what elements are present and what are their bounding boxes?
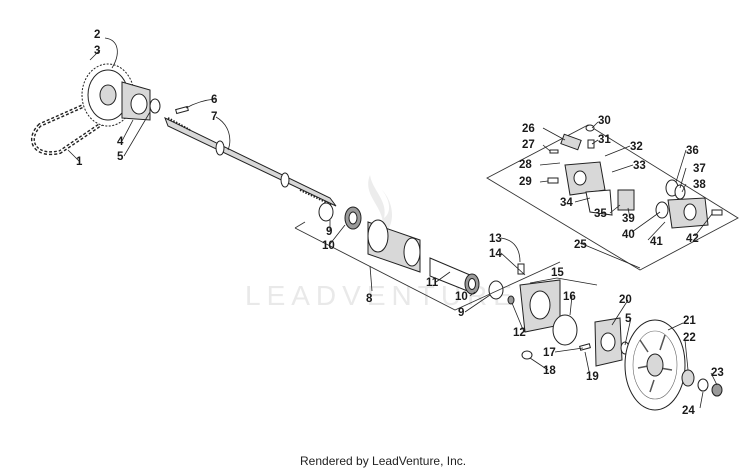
callout-15: 15 (551, 267, 564, 279)
callout-40: 40 (622, 229, 635, 241)
callout-6: 6 (211, 94, 217, 106)
wheel-hub (594, 317, 630, 367)
callout-32: 32 (630, 141, 643, 153)
callout-12: 12 (513, 327, 526, 339)
pin-27 (549, 149, 559, 154)
brake-pad-26 (560, 133, 582, 151)
bolt-17 (579, 343, 591, 351)
callout-19: 19 (586, 371, 599, 383)
bearing-housing-group (294, 202, 561, 311)
bolt-42 (711, 209, 723, 216)
caliper-mount-group (507, 263, 591, 360)
callout-36: 36 (686, 145, 699, 157)
callout-39: 39 (622, 213, 635, 225)
callout-2: 2 (94, 29, 100, 41)
callout-27: 27 (522, 139, 535, 151)
brake-disc (624, 319, 723, 411)
callout-31: 31 (598, 134, 611, 146)
sprocket-hub (121, 81, 161, 121)
callout-29: 29 (519, 176, 532, 188)
washer-24 (697, 378, 709, 392)
cap-30 (585, 124, 595, 132)
bolt-6 (175, 105, 189, 115)
callout-1: 1 (76, 156, 83, 168)
callout-38: 38 (693, 179, 706, 191)
callout-42: 42 (686, 233, 699, 245)
callout-10-upper: 10 (322, 240, 335, 252)
callout-30: 30 (598, 115, 611, 127)
callout-14: 14 (489, 248, 502, 260)
o-ring-16 (552, 314, 578, 346)
callout-37: 37 (693, 163, 706, 175)
rear-sprocket (81, 63, 135, 127)
callout-11: 11 (426, 277, 439, 289)
spacer-22 (681, 369, 695, 387)
callout-13: 13 (489, 233, 502, 245)
callout-18: 18 (543, 365, 556, 377)
callout-34: 34 (560, 197, 573, 209)
bolt-29 (547, 177, 559, 184)
seal-9-upper (318, 202, 334, 222)
seal-9-lower (488, 280, 504, 300)
brake-caliper-assembly (486, 124, 739, 271)
callout-28: 28 (519, 159, 532, 171)
callout-9-upper: 9 (326, 226, 332, 238)
callout-5-lower: 5 (625, 313, 632, 325)
nut-18 (521, 350, 533, 360)
callout-22: 22 (683, 332, 696, 344)
callout-21: 21 (683, 315, 696, 327)
rear-axle (164, 117, 337, 207)
nut-23 (711, 383, 723, 397)
callout-23: 23 (711, 367, 724, 379)
callout-5: 5 (117, 151, 124, 163)
callout-17: 17 (543, 347, 556, 359)
callout-7: 7 (211, 111, 217, 123)
callout-24: 24 (682, 405, 695, 417)
seal-40 (655, 201, 669, 219)
callout-8: 8 (366, 293, 373, 305)
leader-lines (67, 37, 718, 409)
callout-16: 16 (563, 291, 576, 303)
bracket-34 (585, 189, 613, 216)
callout-4: 4 (117, 136, 124, 148)
callout-25: 25 (574, 239, 587, 251)
pad-35 (617, 189, 635, 211)
callout-10-lower: 10 (455, 291, 468, 303)
callout-41: 41 (650, 236, 663, 248)
flame-logo-icon (368, 175, 393, 240)
callout-3: 3 (94, 45, 100, 57)
callout-26: 26 (522, 123, 535, 135)
bleeder-31 (587, 139, 595, 149)
callout-9-lower: 9 (458, 307, 464, 319)
callout-35: 35 (594, 208, 607, 220)
callout-33: 33 (633, 160, 646, 172)
callout-20: 20 (619, 294, 632, 306)
callout-numbers: 2 3 1 4 5 6 7 8 9 10 11 10 9 13 14 12 15… (76, 29, 724, 417)
footer-credit: Rendered by LeadVenture, Inc. (300, 454, 466, 468)
